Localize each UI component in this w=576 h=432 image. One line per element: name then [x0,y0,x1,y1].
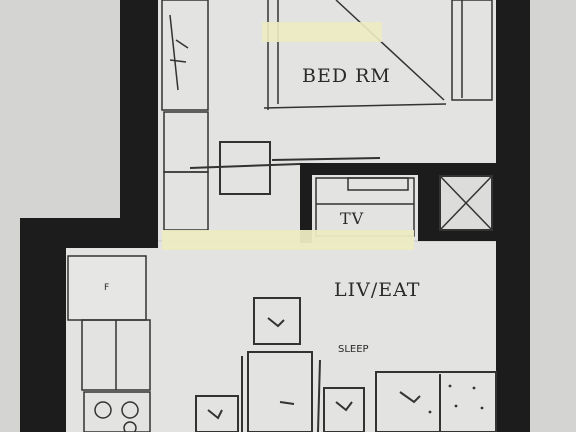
bedroom-desk [189,141,381,195]
label-sleep: SLEEP [338,344,369,355]
bed [263,0,493,110]
living-furniture [195,297,497,432]
bedroom-west-wall [120,0,158,222]
east-wall [496,0,530,432]
label-tv: TV [340,209,364,228]
chair-top [253,297,301,345]
label-living: LIV/EAT [334,279,420,301]
sofa [375,371,497,432]
utility-shaft [439,175,493,231]
closet-west-wall [300,163,312,243]
chair-left [195,395,239,432]
stove [83,391,151,432]
sofa-dots [428,384,484,414]
bed-sleep [247,351,313,432]
chair-right [323,387,365,432]
tape-strip-top [262,22,382,42]
label-bedroom: BED RM [302,65,391,87]
fridge [67,255,147,321]
living-west-wall [20,218,66,432]
kitchen [67,255,151,432]
tape-strip-middle [162,230,414,250]
label-fridge: F [104,283,109,293]
